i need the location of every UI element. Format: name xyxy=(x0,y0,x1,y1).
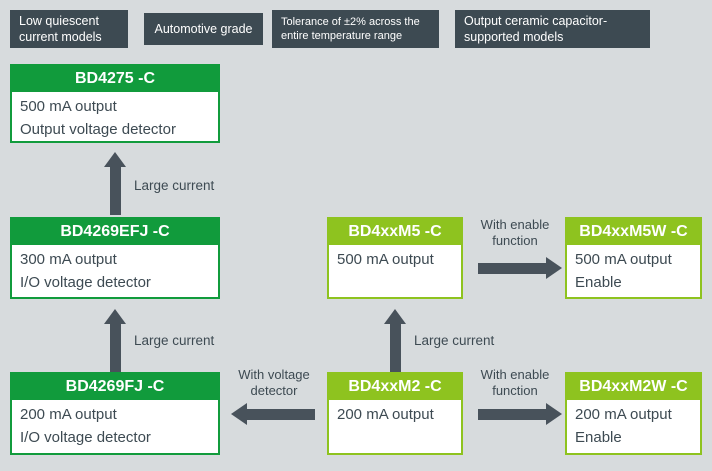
product-specs: 200 mA output I/O voltage detector xyxy=(12,400,218,453)
arrow-label-with-enable: With enable function xyxy=(480,367,550,399)
arrow-shaft xyxy=(109,167,121,215)
arrow-shaft xyxy=(109,324,121,372)
product-title: BD4269FJ -C xyxy=(12,374,218,400)
product-title: BD4275 -C xyxy=(12,66,218,92)
spec-line: 200 mA output xyxy=(337,406,434,423)
spec-line: 500 mA output xyxy=(337,251,434,268)
feature-tag-automotive: Automotive grade xyxy=(144,13,263,45)
spec-line: 300 mA output xyxy=(20,251,117,268)
product-title: BD4xxM5 -C xyxy=(329,219,461,245)
arrow-shaft xyxy=(478,262,546,274)
arrow-head xyxy=(231,403,247,425)
arrow-shaft xyxy=(247,408,315,420)
spec-line: 200 mA output xyxy=(20,406,117,423)
product-title: BD4269EFJ -C xyxy=(12,219,218,245)
product-box-bd4xxm5: BD4xxM5 -C 500 mA output xyxy=(327,217,463,299)
feature-tag-low-quiescent: Low quiescent current models xyxy=(10,10,128,48)
arrow-label-large-current: Large current xyxy=(134,178,215,193)
spec-line: I/O voltage detector xyxy=(20,273,151,291)
product-specs: 300 mA output I/O voltage detector xyxy=(12,245,218,298)
spec-line: 500 mA output xyxy=(575,251,672,268)
arrow-up-icon xyxy=(104,309,126,372)
product-box-bd4xxm5w: BD4xxM5W -C 500 mA output Enable xyxy=(565,217,702,299)
arrow-head xyxy=(104,309,126,324)
arrow-shaft xyxy=(389,324,401,372)
product-title: BD4xxM2W -C xyxy=(567,374,700,400)
arrow-label-large-current: Large current xyxy=(414,333,495,348)
feature-tag-label: Low quiescent current models xyxy=(19,13,102,44)
product-specs: 500 mA output Enable xyxy=(567,245,700,298)
product-box-bd4269fj: BD4269FJ -C 200 mA output I/O voltage de… xyxy=(10,372,220,455)
arrow-head xyxy=(384,309,406,324)
arrow-head xyxy=(104,152,126,167)
arrow-label-large-current: Large current xyxy=(134,333,215,348)
spec-line: Enable xyxy=(575,273,622,291)
feature-tag-label: Automotive grade xyxy=(154,21,253,36)
product-box-bd4275: BD4275 -C 500 mA output Output voltage d… xyxy=(10,64,220,143)
arrow-label-with-enable: With enable function xyxy=(480,217,550,249)
product-specs: 500 mA output Output voltage detector xyxy=(12,92,218,145)
arrow-shaft xyxy=(478,408,546,420)
feature-tag-label: Output ceramic capacitor-supported model… xyxy=(464,13,608,44)
product-title: BD4xxM5W -C xyxy=(567,219,700,245)
spec-line: I/O voltage detector xyxy=(20,428,151,446)
product-specs: 200 mA output Enable xyxy=(567,400,700,453)
arrow-right-icon xyxy=(478,257,562,279)
arrow-right-icon xyxy=(478,403,562,425)
feature-tag-ceramic-capacitor: Output ceramic capacitor-supported model… xyxy=(455,10,650,48)
arrow-left-icon xyxy=(231,403,315,425)
product-specs: 200 mA output xyxy=(329,400,461,453)
product-specs: 500 mA output xyxy=(329,245,461,297)
feature-tag-label: Tolerance of ±2% across the entire tempe… xyxy=(281,15,420,42)
spec-line: 500 mA output xyxy=(20,98,117,115)
arrow-up-icon xyxy=(104,152,126,215)
arrow-label-with-voltage-detector: With voltage detector xyxy=(238,367,310,399)
feature-tag-tolerance: Tolerance of ±2% across the entire tempe… xyxy=(272,10,439,48)
arrow-head xyxy=(546,257,562,279)
arrow-head xyxy=(546,403,562,425)
product-box-bd4xxm2: BD4xxM2 -C 200 mA output xyxy=(327,372,463,455)
product-box-bd4269efj: BD4269EFJ -C 300 mA output I/O voltage d… xyxy=(10,217,220,299)
arrow-up-icon xyxy=(384,309,406,372)
spec-line: 200 mA output xyxy=(575,406,672,423)
product-title: BD4xxM2 -C xyxy=(329,374,461,400)
spec-line: Output voltage detector xyxy=(20,120,176,138)
product-box-bd4xxm2w: BD4xxM2W -C 200 mA output Enable xyxy=(565,372,702,455)
spec-line: Enable xyxy=(575,428,622,446)
